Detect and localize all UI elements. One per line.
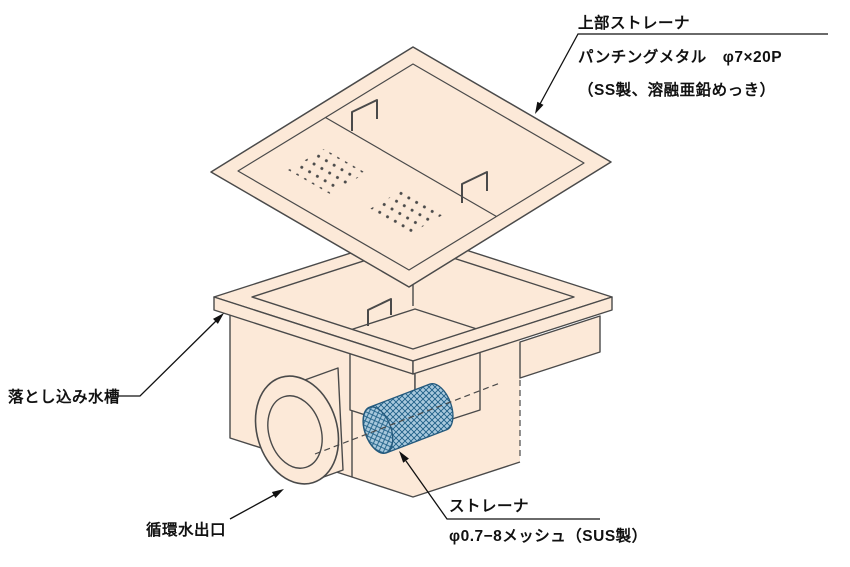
label-strainer-line2: φ0.7−8メッシュ（SUS製） [449,528,648,545]
leader-lines [118,33,828,520]
pit-floor-edge [351,461,521,498]
label-strainer-line1: ストレーナ [449,498,530,515]
tank-flange [213,232,613,375]
leader-outlet [229,494,275,520]
label-top-strainer-line1: 上部ストレーナ [578,15,691,32]
perforation-patch-2 [368,189,446,234]
arrowhead-tank [213,313,224,324]
hidden-edges [314,380,521,458]
lid-handle-icon-1 [351,99,378,131]
perforation-patch-1 [288,149,366,194]
leader-arrowheads [213,101,544,498]
pipe-bore [267,395,323,469]
arrowhead-strainer [399,451,409,463]
box-handle-icon [367,298,392,326]
lid-handle-icon-2 [461,171,488,203]
leader-strainer [405,460,600,520]
label-outlet: 循環水出口 [146,522,227,539]
label-tank: 落とし込み水槽 [8,389,121,406]
top-strainer-lid [210,46,612,288]
outlet-pipe [254,367,344,485]
tank-assembly [213,232,613,498]
leader-tank [118,320,217,397]
label-top-strainer-line2: パンチングメタル φ7×20P [578,49,783,66]
label-top-strainer-line3: （SS製、溶融亜鉛めっき） [578,82,776,99]
strainer-axis-centerline [314,382,501,455]
lid-panel-divider [325,116,497,218]
arrowhead-outlet [271,489,284,498]
flange-skirt-right [412,296,613,375]
leader-top-strainer [539,33,828,105]
arrowhead-top-strainer [535,101,544,114]
pan-bottom-step [519,315,601,379]
